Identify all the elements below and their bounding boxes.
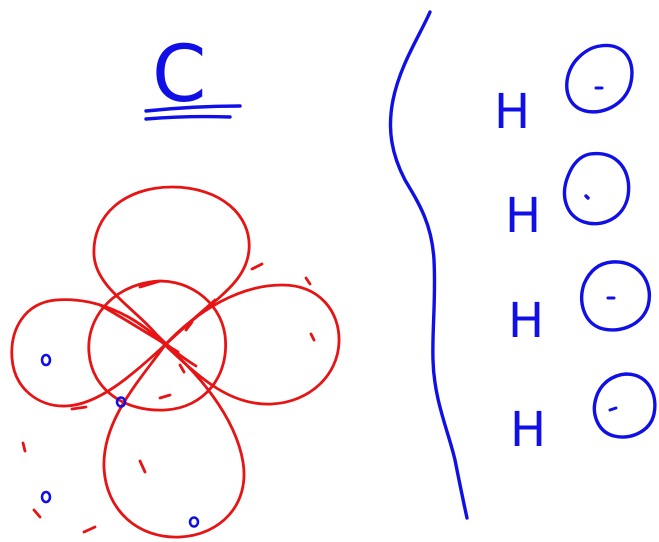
hydrogen-shell bbox=[562, 151, 631, 226]
red-tick bbox=[304, 276, 312, 286]
red-tick bbox=[70, 405, 88, 411]
hydrogen-atom-2: H bbox=[505, 151, 631, 244]
hydrogen-column: H H H H bbox=[494, 43, 657, 458]
electron-dot bbox=[608, 406, 618, 412]
orbital-center-circle bbox=[87, 279, 228, 412]
electron-dot bbox=[40, 353, 52, 367]
hydrogen-shell bbox=[580, 260, 651, 332]
red-tick bbox=[158, 393, 172, 400]
hydrogen-symbol: H bbox=[508, 293, 544, 349]
orbital-lobe-left bbox=[10, 298, 167, 408]
electron-dot bbox=[188, 516, 200, 528]
red-tick bbox=[138, 459, 147, 474]
red-tick bbox=[184, 320, 194, 332]
hydrogen-symbol: H bbox=[494, 84, 530, 140]
red-tick bbox=[21, 441, 27, 453]
carbon-label-group: C bbox=[144, 30, 242, 121]
hydrogen-symbol: H bbox=[505, 188, 541, 244]
electron-dot bbox=[115, 396, 127, 408]
red-tick bbox=[250, 262, 264, 271]
red-tick bbox=[82, 525, 97, 534]
carbon-orbital-diagram bbox=[10, 185, 341, 539]
hydrogen-atom-4: H bbox=[510, 372, 657, 458]
orbital-lobe-right bbox=[163, 283, 341, 406]
hydrogen-shell bbox=[565, 43, 634, 114]
hydrogen-atom-3: H bbox=[508, 260, 651, 349]
red-tick bbox=[309, 332, 316, 342]
red-tick bbox=[138, 279, 162, 289]
carbon-underline-bottom bbox=[144, 114, 232, 121]
orbital-cross-stroke-c bbox=[156, 334, 198, 368]
orbital-lobe-top bbox=[92, 185, 251, 347]
carbon-electrons bbox=[40, 353, 200, 528]
carbon-underline-top bbox=[144, 104, 242, 113]
hydrogen-shell bbox=[592, 372, 657, 439]
hydrogen-atom-1: H bbox=[494, 43, 634, 140]
orbital-cross-stroke-b bbox=[158, 298, 217, 352]
red-tick bbox=[178, 363, 186, 374]
electron-dot bbox=[584, 194, 590, 200]
carbon-symbol: C bbox=[152, 30, 206, 120]
hydrogen-symbol: H bbox=[510, 402, 546, 458]
divider-line bbox=[388, 10, 469, 520]
orbital-lobe-bottom bbox=[102, 343, 246, 539]
electron-dot bbox=[40, 490, 52, 504]
red-tick bbox=[32, 508, 42, 519]
